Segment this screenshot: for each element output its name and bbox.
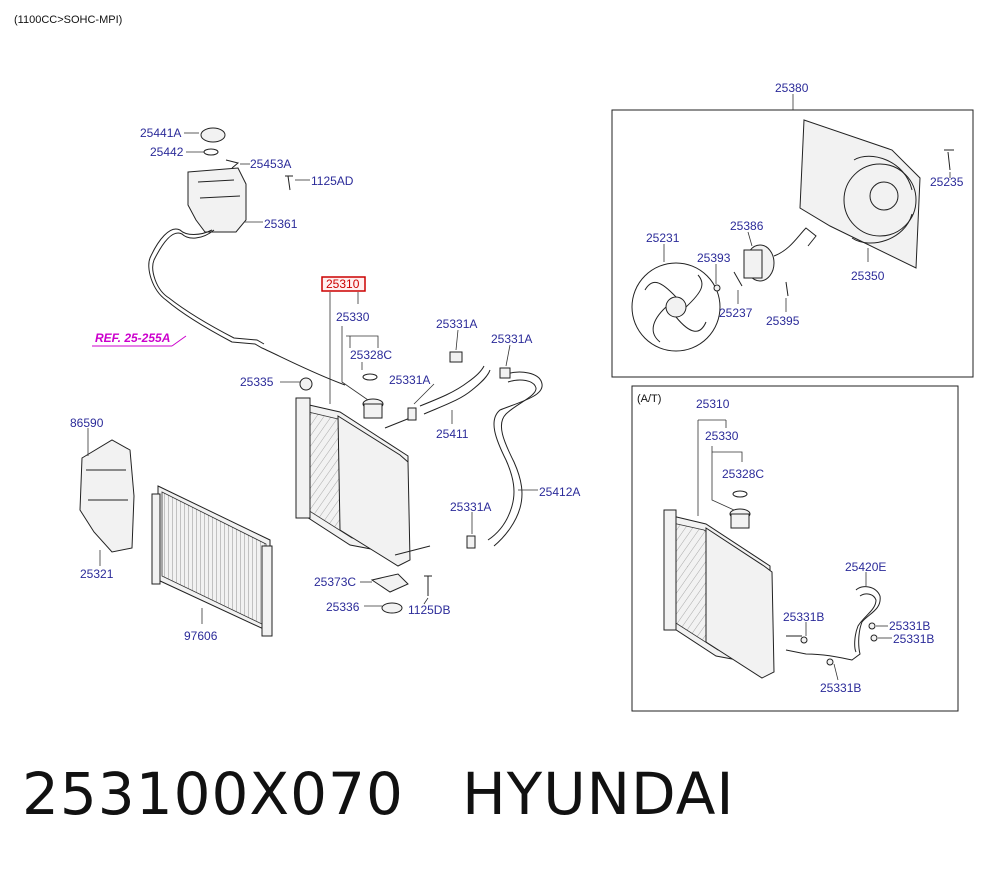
label-86590[interactable]: 86590 [70, 416, 104, 430]
main-radiator [295, 397, 431, 567]
lower-outlet [394, 545, 431, 556]
brand-name: HYUNDAI [462, 760, 735, 828]
lower-hose-clamp-2 [466, 535, 476, 549]
auto-transmission-box [631, 385, 959, 712]
at-clamp-1 [800, 636, 808, 644]
label-25395[interactable]: 25395 [766, 314, 800, 328]
fan-motor-25386 [743, 227, 817, 282]
reservoir-clip [225, 159, 240, 169]
at-clamp-3 [868, 622, 876, 630]
screw-25395 [785, 281, 789, 297]
fan-blade-25231 [631, 262, 721, 352]
at-label-25420E[interactable]: 25420E [845, 560, 886, 574]
label-25442[interactable]: 25442 [150, 145, 184, 159]
drain-plug-25335 [299, 377, 313, 391]
radiator-exploded-diagram: (1100CC>SOHC-MPI) 25441A 25442 25453A 11… [14, 14, 974, 712]
upper-hose-25411 [419, 365, 485, 407]
at-oil-hose-25420E [785, 586, 881, 661]
label-1125DB[interactable]: 1125DB [408, 603, 450, 617]
condenser-97606 [151, 485, 273, 637]
at-box-title: (A/T) [637, 393, 661, 405]
label-25350[interactable]: 25350 [851, 269, 885, 283]
label-25335[interactable]: 25335 [240, 375, 274, 389]
at-cap-seal [732, 490, 748, 498]
label-25412A[interactable]: 25412A [539, 485, 580, 499]
air-guard-25321 [79, 439, 135, 553]
label-25321[interactable]: 25321 [80, 567, 114, 581]
at-label-25331B-4[interactable]: 25331B [820, 681, 861, 695]
at-label-25328C[interactable]: 25328C [722, 467, 764, 481]
fan-shroud-25350 [799, 119, 921, 269]
reservoir-group [148, 127, 346, 386]
part-number: 253100X070 [22, 760, 404, 828]
at-label-25331B-3[interactable]: 25331B [893, 632, 934, 646]
at-clamp-4 [870, 634, 878, 642]
at-label-25331B-2[interactable]: 25331B [889, 619, 930, 633]
bolt-1125DB [424, 575, 432, 596]
label-25328C[interactable]: 25328C [350, 348, 392, 362]
ref-link-25-255A[interactable]: REF. 25-255A [95, 331, 170, 345]
at-label-25330[interactable]: 25330 [705, 429, 739, 443]
lower-hose-clamp-1 [499, 367, 511, 379]
label-25331A-4[interactable]: 25331A [450, 500, 491, 514]
lower-bracket-25373C [370, 573, 409, 593]
label-25310-highlighted[interactable]: 25310 [326, 277, 360, 291]
lower-insulator-25336 [381, 602, 403, 614]
at-radiator [663, 508, 775, 679]
part-number-banner: 253100X070 HYUNDAI [22, 760, 734, 828]
label-25331A-3[interactable]: 25331A [491, 332, 532, 346]
lower-hose-25412A [487, 371, 543, 541]
label-25380[interactable]: 25380 [775, 81, 809, 95]
label-1125AD[interactable]: 1125AD [311, 174, 354, 188]
label-25330[interactable]: 25330 [336, 310, 370, 324]
label-25331A-2[interactable]: 25331A [389, 373, 430, 387]
bolt-25235 [944, 149, 954, 171]
label-25235[interactable]: 25235 [930, 175, 964, 189]
highlight-box-25310 [321, 276, 366, 292]
at-clamp-2 [826, 658, 834, 666]
label-25393[interactable]: 25393 [697, 251, 731, 265]
label-25336[interactable]: 25336 [326, 600, 360, 614]
nut-25393 [713, 284, 721, 292]
at-label-25310[interactable]: 25310 [696, 397, 730, 411]
radiator-left-tank [295, 397, 311, 519]
engine-spec-note: (1100CC>SOHC-MPI) [14, 14, 122, 26]
label-25453A[interactable]: 25453A [250, 157, 291, 171]
label-25386[interactable]: 25386 [730, 219, 764, 233]
upper-hose-clamp-1 [449, 351, 463, 363]
cap-seal-25328C [362, 373, 378, 381]
reservoir-bolt [285, 175, 293, 191]
label-25373C[interactable]: 25373C [314, 575, 356, 589]
label-97606[interactable]: 97606 [184, 629, 218, 643]
label-25441A[interactable]: 25441A [140, 126, 181, 140]
label-25237[interactable]: 25237 [719, 306, 753, 320]
overflow-hose [148, 228, 346, 386]
reservoir-tank [187, 167, 247, 233]
at-label-25331B-1[interactable]: 25331B [783, 610, 824, 624]
reservoir-cap [200, 127, 226, 143]
fan-assembly-box [611, 109, 974, 378]
upper-outlet [384, 417, 411, 429]
upper-hose-clamp-2 [407, 407, 417, 421]
label-25361[interactable]: 25361 [264, 217, 298, 231]
washer-25237 [733, 271, 743, 287]
radiator-right-tank [337, 415, 411, 567]
cap-gasket [203, 148, 219, 156]
label-25331A-1[interactable]: 25331A [436, 317, 477, 331]
label-25411[interactable]: 25411 [436, 427, 469, 441]
label-25231[interactable]: 25231 [646, 231, 680, 245]
